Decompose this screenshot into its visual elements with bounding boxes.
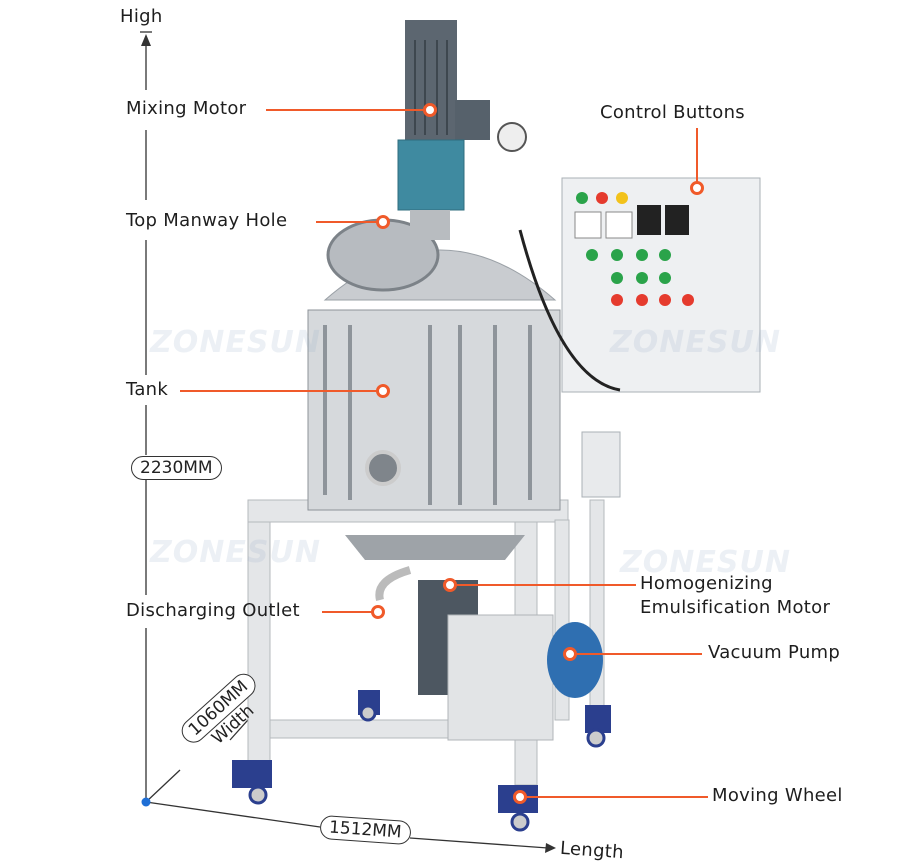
height-dimension: 2230MM (131, 456, 222, 480)
watermark: ZONESUN (150, 325, 321, 360)
watermark: ZONESUN (610, 325, 781, 360)
callout-tank: Tank (126, 379, 169, 400)
callout-dots (371, 103, 704, 804)
tank-body (307, 218, 561, 511)
watermark: ZONESUN (620, 545, 791, 580)
control-box (561, 177, 761, 498)
callout-lines (180, 109, 708, 798)
callout-mixing-motor: Mixing Motor (126, 98, 247, 119)
callout-discharging-outlet: Discharging Outlet (126, 600, 300, 621)
height-axis-label: High (120, 6, 163, 27)
watermark: ZONESUN (150, 535, 321, 570)
callout-control-buttons: Control Buttons (600, 102, 745, 123)
callout-top-manway-hole: Top Manway Hole (126, 210, 288, 231)
dimension-axes (140, 31, 549, 849)
mixing-motor (397, 20, 527, 240)
pump-housing (447, 614, 554, 741)
callout-vacuum-pump: Vacuum Pump (708, 642, 841, 663)
callout-homogenizing: Homogenizing (640, 573, 773, 594)
length-axis-label: Length (559, 837, 625, 864)
wheels (232, 690, 611, 832)
callout-moving-wheel: Moving Wheel (712, 785, 843, 806)
vacuum-pump (547, 622, 603, 698)
callout-emulsification-motor: Emulsification Motor (640, 597, 831, 618)
